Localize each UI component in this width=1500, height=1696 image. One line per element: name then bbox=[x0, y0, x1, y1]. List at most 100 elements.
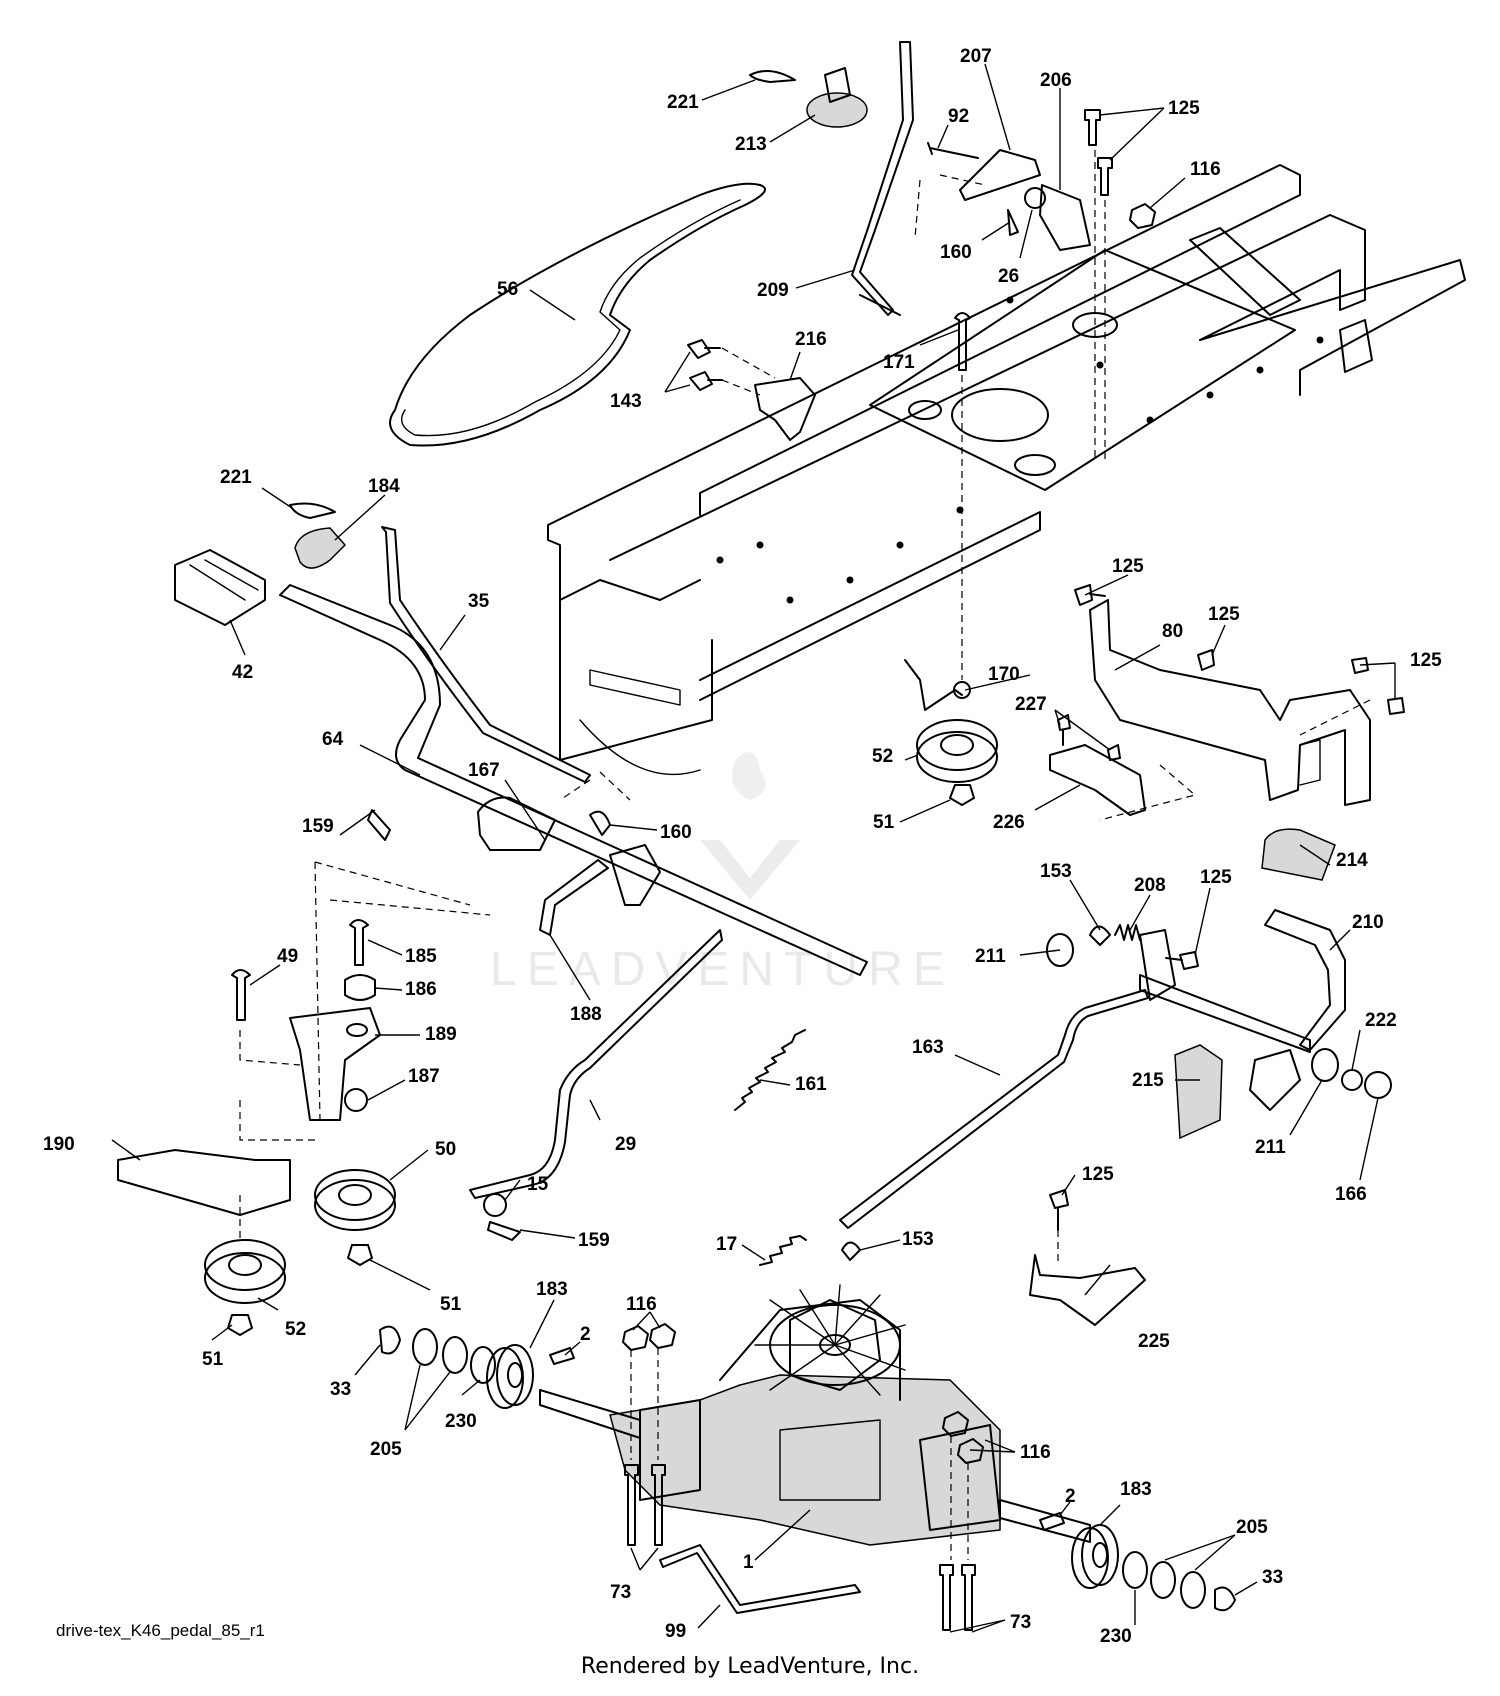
pedal-210 bbox=[1264, 909, 1346, 1051]
callout-125-f: 125 bbox=[1200, 867, 1232, 888]
callout-170: 170 bbox=[988, 664, 1020, 685]
knob-213 bbox=[806, 67, 868, 128]
callout-99: 99 bbox=[665, 1621, 686, 1642]
washer-166 bbox=[1364, 1071, 1392, 1099]
callout-26: 26 bbox=[998, 266, 1019, 287]
nut-116-bottom-right-a bbox=[942, 1411, 969, 1437]
bolt-125-r3 bbox=[1351, 657, 1369, 674]
washer-222 bbox=[1341, 1069, 1363, 1091]
render-credit-footer: Rendered by LeadVenture, Inc. bbox=[580, 1654, 920, 1679]
diagram-caption: drive-tex_K46_pedal_85_r1 bbox=[56, 1621, 265, 1640]
plate-190 bbox=[117, 1149, 291, 1216]
callout-208: 208 bbox=[1134, 875, 1166, 896]
nut-51-mid bbox=[347, 1244, 373, 1266]
bolt-49 bbox=[231, 969, 251, 1021]
idler-bracket-189 bbox=[289, 1007, 381, 1121]
callout-56: 56 bbox=[497, 279, 518, 300]
callout-222: 222 bbox=[1365, 1010, 1397, 1031]
arm-pedal bbox=[1249, 1049, 1301, 1111]
bolt-125-pedal bbox=[1165, 951, 1199, 970]
callout-205-a: 205 bbox=[370, 1439, 402, 1460]
callout-125-a: 125 bbox=[1168, 98, 1200, 119]
key-2-left bbox=[549, 1347, 575, 1365]
callout-166: 166 bbox=[1335, 1184, 1367, 1205]
callout-211-b: 211 bbox=[1255, 1137, 1286, 1158]
bolt-92 bbox=[927, 142, 979, 159]
callout-221-b: 221 bbox=[220, 467, 252, 488]
pulley-50 bbox=[314, 1169, 396, 1231]
washer-205-left-a bbox=[442, 1336, 468, 1374]
rod-35 bbox=[381, 526, 591, 783]
callout-73-b: 73 bbox=[1010, 1612, 1031, 1633]
pedal-bracket bbox=[609, 844, 661, 906]
callout-230-a: 230 bbox=[445, 1411, 477, 1432]
bolt-73-left-a bbox=[624, 1464, 639, 1546]
callout-labels: 221 213 207 92 206 125 125 116 160 26 20… bbox=[43, 46, 1442, 1647]
callout-189: 189 bbox=[425, 1024, 457, 1045]
callout-186: 186 bbox=[405, 979, 437, 1000]
bracket-226 bbox=[1049, 744, 1146, 816]
callout-64: 64 bbox=[322, 729, 344, 750]
callout-116-a: 116 bbox=[1190, 159, 1221, 180]
bolt-125-top-b bbox=[1097, 157, 1113, 196]
callout-190: 190 bbox=[43, 1134, 75, 1155]
bolt-125-top-a bbox=[1084, 109, 1101, 146]
callout-125-e: 125 bbox=[1410, 650, 1442, 671]
arm-167 bbox=[477, 796, 556, 851]
callout-227: 227 bbox=[1015, 694, 1047, 715]
plate-206 bbox=[1039, 184, 1091, 251]
transaxle-1 bbox=[539, 1284, 1091, 1546]
screw-143-b bbox=[689, 371, 723, 391]
nut-116-bottom-left-b bbox=[649, 1323, 676, 1349]
callout-2-a: 2 bbox=[580, 1324, 591, 1345]
callout-214: 214 bbox=[1336, 850, 1368, 871]
callout-159-b: 159 bbox=[578, 1230, 610, 1251]
callout-73-a: 73 bbox=[610, 1582, 631, 1603]
nut-116-top bbox=[1129, 203, 1156, 229]
callout-163: 163 bbox=[912, 1037, 944, 1058]
bushing-211-a bbox=[1046, 933, 1074, 967]
lever-209 bbox=[851, 41, 914, 316]
clip-221-top bbox=[749, 70, 796, 83]
callout-206: 206 bbox=[1040, 70, 1072, 91]
callout-159-a: 159 bbox=[302, 816, 334, 837]
guard-215 bbox=[1174, 1044, 1223, 1140]
bolt-73-right-b bbox=[961, 1564, 976, 1631]
callout-35: 35 bbox=[468, 591, 490, 612]
screw-143-a bbox=[687, 339, 721, 359]
nut-116-bottom-left-a bbox=[622, 1325, 649, 1351]
callout-160-b: 160 bbox=[660, 822, 692, 843]
arm-188 bbox=[539, 859, 609, 936]
callout-171: 171 bbox=[883, 352, 915, 373]
spacer-186 bbox=[344, 974, 376, 1001]
pin-160-mid bbox=[589, 810, 611, 836]
callout-187: 187 bbox=[408, 1066, 440, 1087]
pin-159-bottom bbox=[487, 1221, 521, 1241]
hub-183-left bbox=[486, 1344, 534, 1409]
callout-51-right: 51 bbox=[873, 812, 895, 833]
bracket-207 bbox=[959, 149, 1041, 201]
bolt-185 bbox=[349, 919, 369, 966]
callout-17: 17 bbox=[716, 1234, 737, 1255]
pulley-52-left bbox=[204, 1239, 286, 1304]
bushing-211-b bbox=[1311, 1048, 1339, 1082]
washer-230-right bbox=[1122, 1551, 1148, 1589]
callout-215: 215 bbox=[1132, 1070, 1164, 1091]
pin-159-top bbox=[367, 809, 391, 841]
callout-221-a: 221 bbox=[667, 92, 699, 113]
spring-161 bbox=[734, 1029, 806, 1111]
pin-153-bottom bbox=[841, 1241, 861, 1261]
bolt-171 bbox=[954, 312, 971, 371]
knob-184 bbox=[294, 527, 347, 569]
callout-185: 185 bbox=[405, 946, 437, 967]
callout-230-b: 230 bbox=[1100, 1626, 1132, 1647]
washer-187 bbox=[344, 1088, 368, 1112]
bracket-80 bbox=[1089, 599, 1371, 806]
rod-163 bbox=[839, 989, 1149, 1229]
callout-50: 50 bbox=[435, 1139, 456, 1160]
callout-183-b: 183 bbox=[1120, 1479, 1152, 1500]
bolt-125-bottom bbox=[1049, 1189, 1069, 1231]
pulley-52-right bbox=[916, 719, 998, 783]
bolt-125-r2 bbox=[1197, 649, 1215, 671]
